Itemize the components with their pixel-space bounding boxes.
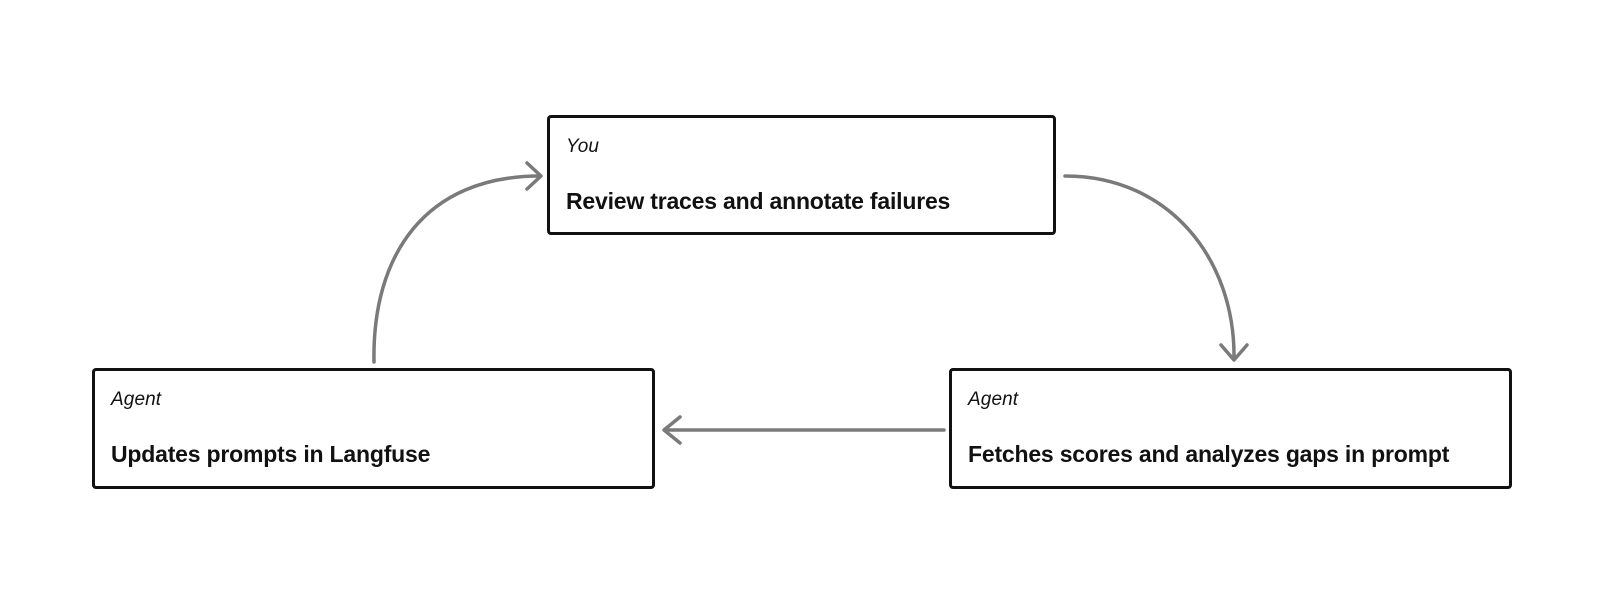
arrowhead-icon (525, 161, 543, 191)
node-title: Fetches scores and analyzes gaps in prom… (968, 441, 1450, 467)
node-role-label: Agent (968, 389, 1019, 410)
edge-agent-left-to-you (372, 161, 543, 364)
node-agent-update: Agent Updates prompts in Langfuse (92, 368, 655, 489)
node-title: Updates prompts in Langfuse (111, 441, 431, 467)
node-role-label: You (566, 136, 600, 157)
node-you: You Review traces and annotate failures (547, 115, 1056, 235)
node-agent-analyze: Agent Fetches scores and analyzes gaps i… (949, 368, 1512, 489)
arrowhead-icon (662, 415, 682, 445)
node-role-label: Agent (111, 389, 162, 410)
node-title: Review traces and annotate failures (566, 188, 951, 214)
edge-agent-right-to-agent-left (662, 415, 946, 445)
arrowhead-icon (1219, 343, 1249, 362)
edge-you-to-agent-right (1063, 174, 1249, 362)
